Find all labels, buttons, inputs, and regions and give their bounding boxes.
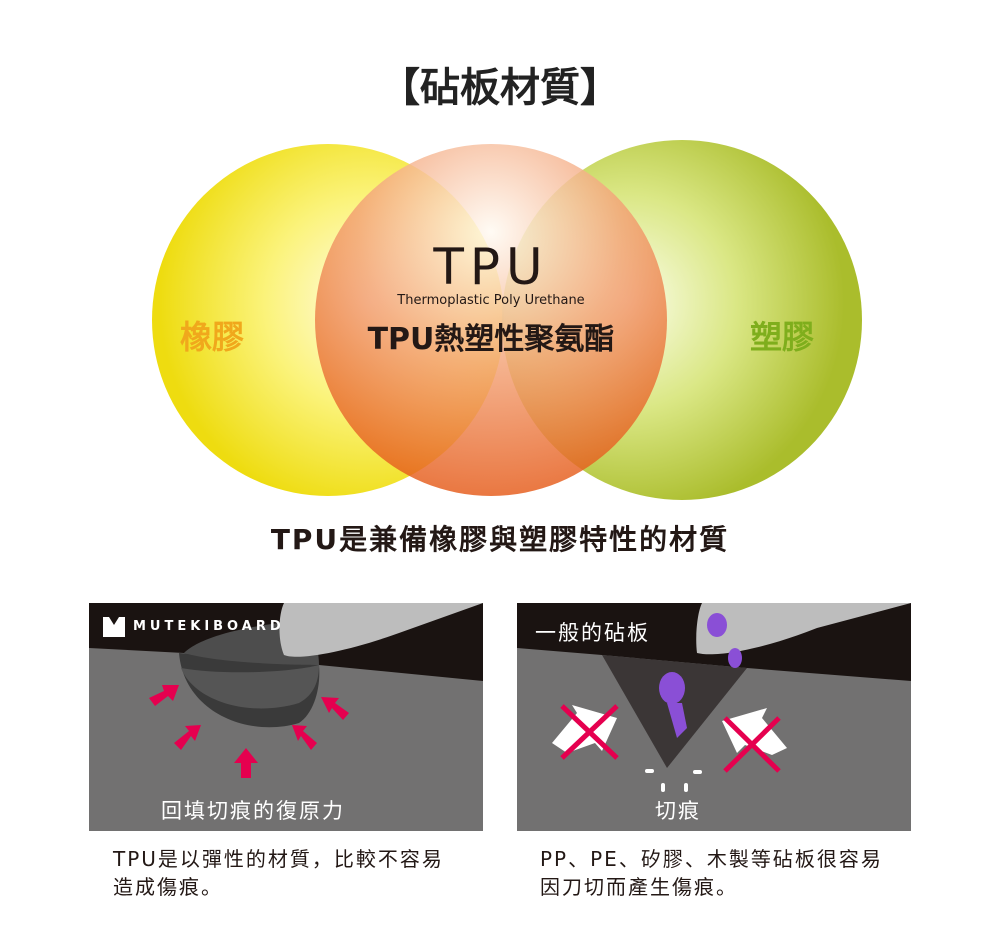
tpu-heading: TPU	[433, 238, 549, 296]
ordinary-board-heading: 一般的砧板	[535, 621, 650, 645]
blocked-arrow-left-icon	[552, 704, 619, 760]
cut-mark-illustration	[517, 603, 911, 831]
tpu-label: TPU熱塑性聚氨酯	[367, 322, 615, 357]
plastic-label: 塑膠	[750, 318, 815, 356]
ordinary-board-panel: 一般的砧板 切痕	[517, 603, 911, 831]
arrow-icons	[149, 685, 349, 778]
mutekiboard-logo-icon	[103, 617, 125, 637]
description-line: 造成傷痕。	[113, 875, 223, 899]
brand-name: MUTEKIBOARD	[133, 619, 285, 634]
tpu-description: TPU是以彈性的材質，比較不容易 造成傷痕。	[113, 845, 444, 901]
tpu-fullname: Thermoplastic Poly Urethane	[397, 293, 585, 308]
mutekiboard-panel: MUTEKIBOARD 回填切痕的復原力	[89, 603, 483, 831]
description-line: 因刀切而產生傷痕。	[540, 875, 738, 899]
tpu-circle	[315, 144, 667, 496]
description-line: PP、PE、矽膠、木製等砧板很容易	[540, 847, 883, 871]
page-title: 【砧板材質】	[380, 64, 620, 111]
recovery-label: 回填切痕的復原力	[161, 799, 345, 823]
blocked-arrow-right-icon	[722, 708, 787, 773]
caption: TPU是兼備橡膠與塑膠特性的材質	[270, 523, 730, 556]
rubber-label: 橡膠	[180, 318, 245, 356]
debris-icon	[645, 769, 702, 792]
venn-diagram	[152, 140, 862, 500]
cut-mark-label: 切痕	[655, 799, 701, 823]
ordinary-board-description: PP、PE、矽膠、木製等砧板很容易 因刀切而產生傷痕。	[540, 845, 883, 901]
devil-icons	[659, 613, 742, 738]
description-line: TPU是以彈性的材質，比較不容易	[113, 847, 444, 871]
tpu-recovery-illustration	[89, 603, 483, 831]
